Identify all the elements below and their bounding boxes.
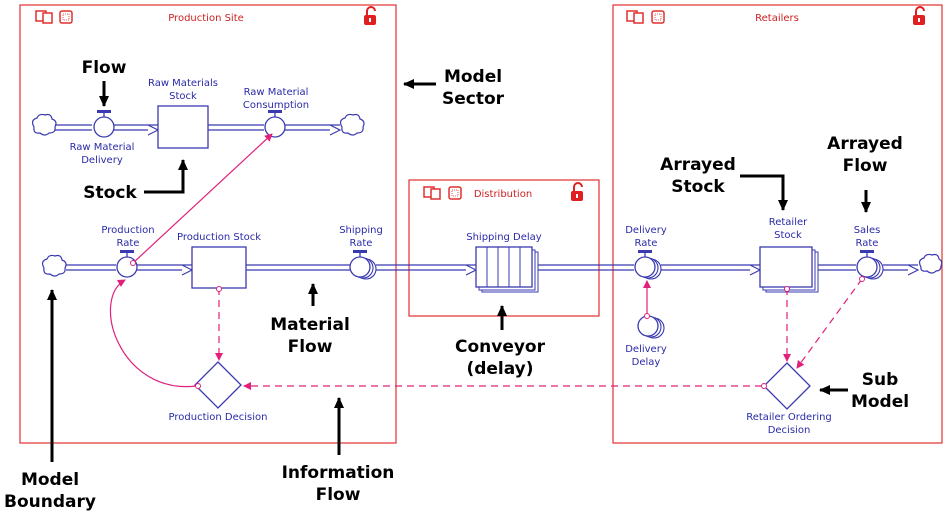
annotation-sub-model-2: Model (851, 392, 909, 412)
connector-origin (195, 383, 201, 389)
label-sales-rate-1: Sales (854, 225, 881, 236)
sector-window-icons[interactable] (626, 10, 665, 24)
label-production-rate-1: Production (101, 225, 154, 236)
label-delivery-rate-1: Delivery (625, 225, 667, 236)
cloud-source-main (41, 254, 67, 277)
sector-retailers[interactable]: Retailers (612, 4, 943, 444)
connector-origin (644, 313, 650, 319)
sector-distribution[interactable]: Distribution (408, 179, 600, 317)
sector-title-retailers: Retailers (755, 13, 799, 24)
label-delivery-delay-1: Delivery (625, 344, 667, 355)
label-production-rate-2: Rate (117, 238, 140, 249)
label-retailer-stock-1: Retailer (769, 217, 808, 228)
label-shipping-rate-1: Shipping (339, 225, 383, 236)
arrayed-flow-sales-rate[interactable] (856, 250, 884, 280)
lock-icon[interactable] (913, 6, 925, 25)
label-raw-material-consumption-2: Consumption (243, 100, 309, 111)
connector-sales-to-decision (796, 278, 863, 369)
annotation-model-boundary-1: Model (21, 470, 79, 490)
connector-origin (130, 260, 136, 266)
connector-production-to-consumption (132, 133, 273, 264)
label-shipping-delay: Shipping Delay (466, 232, 542, 243)
flow-raw-material-consumption[interactable] (264, 110, 286, 138)
sector-window-icons[interactable] (423, 186, 462, 200)
cloud-sink-raw (339, 113, 365, 136)
label-sales-rate-2: Rate (856, 238, 879, 249)
label-retailer-ordering-decision-1: Retailer Ordering (746, 412, 832, 423)
annotation-information-flow-2: Flow (316, 485, 361, 505)
flow-shipping-rate[interactable] (349, 250, 377, 280)
annotation-arrayed-flow-1: Arrayed (827, 134, 903, 154)
label-raw-materials-stock-1: Raw Materials (148, 78, 218, 89)
cloud-sink-main (918, 253, 943, 274)
annotation-arrayed-flow-2: Flow (843, 156, 888, 176)
connector-origin (859, 276, 865, 282)
arrayed-stock-retailer[interactable] (759, 246, 819, 293)
annotation-conveyor-2: (delay) (466, 359, 533, 379)
label-production-stock: Production Stock (177, 232, 261, 243)
connector-decision-to-production-rate (109, 279, 197, 388)
annotation-flow: Flow (82, 58, 127, 78)
stock-raw-materials[interactable] (157, 105, 209, 149)
label-raw-materials-stock-2: Stock (169, 91, 197, 102)
conveyor-shipping-delay[interactable] (475, 246, 539, 293)
lock-icon[interactable] (364, 6, 376, 25)
annotation-arrayed-stock-1: Arrayed (660, 155, 736, 175)
cloud-source-raw (31, 113, 57, 136)
label-raw-material-consumption-1: Raw Material (244, 87, 309, 98)
annotation-model-sector-2: Sector (442, 89, 505, 109)
label-delivery-delay-2: Delay (632, 357, 661, 368)
label-retailer-stock-2: Stock (774, 230, 802, 241)
sector-title-distribution: Distribution (474, 189, 532, 200)
sector-title-production-site: Production Site (168, 13, 244, 24)
annotation-information-flow-1: Information (282, 463, 395, 483)
label-shipping-rate-2: Rate (350, 238, 373, 249)
annotation-conveyor-1: Conveyor (455, 337, 546, 357)
annotation-arrow (740, 174, 788, 211)
stock-production[interactable] (191, 246, 247, 289)
annotation-material-flow-2: Flow (288, 337, 333, 357)
lock-icon[interactable] (571, 182, 583, 201)
label-raw-material-delivery-2: Delivery (81, 155, 123, 166)
annotation-arrayed-stock-2: Stock (671, 177, 725, 197)
annotation-material-flow-1: Material (270, 315, 350, 335)
annotation-arrow (144, 159, 188, 194)
sector-window-icons[interactable] (35, 10, 73, 24)
connector-origin (761, 383, 767, 389)
label-production-decision: Production Decision (169, 412, 268, 423)
flow-raw-material-delivery[interactable] (93, 110, 115, 138)
annotation-stock: Stock (83, 183, 137, 203)
connector-origin (216, 286, 222, 292)
annotation-sub-model-1: Sub (862, 370, 899, 390)
converter-delivery-delay[interactable] (637, 315, 665, 339)
sector-production-site[interactable]: Production Site (19, 4, 397, 444)
annotation-model-boundary-2: Boundary (4, 492, 96, 512)
decision-production[interactable] (194, 361, 242, 409)
label-retailer-ordering-decision-2: Decision (768, 425, 811, 436)
label-raw-material-delivery-1: Raw Material (70, 142, 135, 153)
label-delivery-rate-2: Rate (635, 238, 658, 249)
annotation-model-sector-1: Model (444, 67, 502, 87)
flow-production-rate[interactable] (116, 250, 138, 278)
flow-delivery-rate[interactable] (634, 250, 662, 280)
submodel-retailer-ordering-decision[interactable] (763, 362, 811, 410)
connector-origin (784, 286, 790, 292)
